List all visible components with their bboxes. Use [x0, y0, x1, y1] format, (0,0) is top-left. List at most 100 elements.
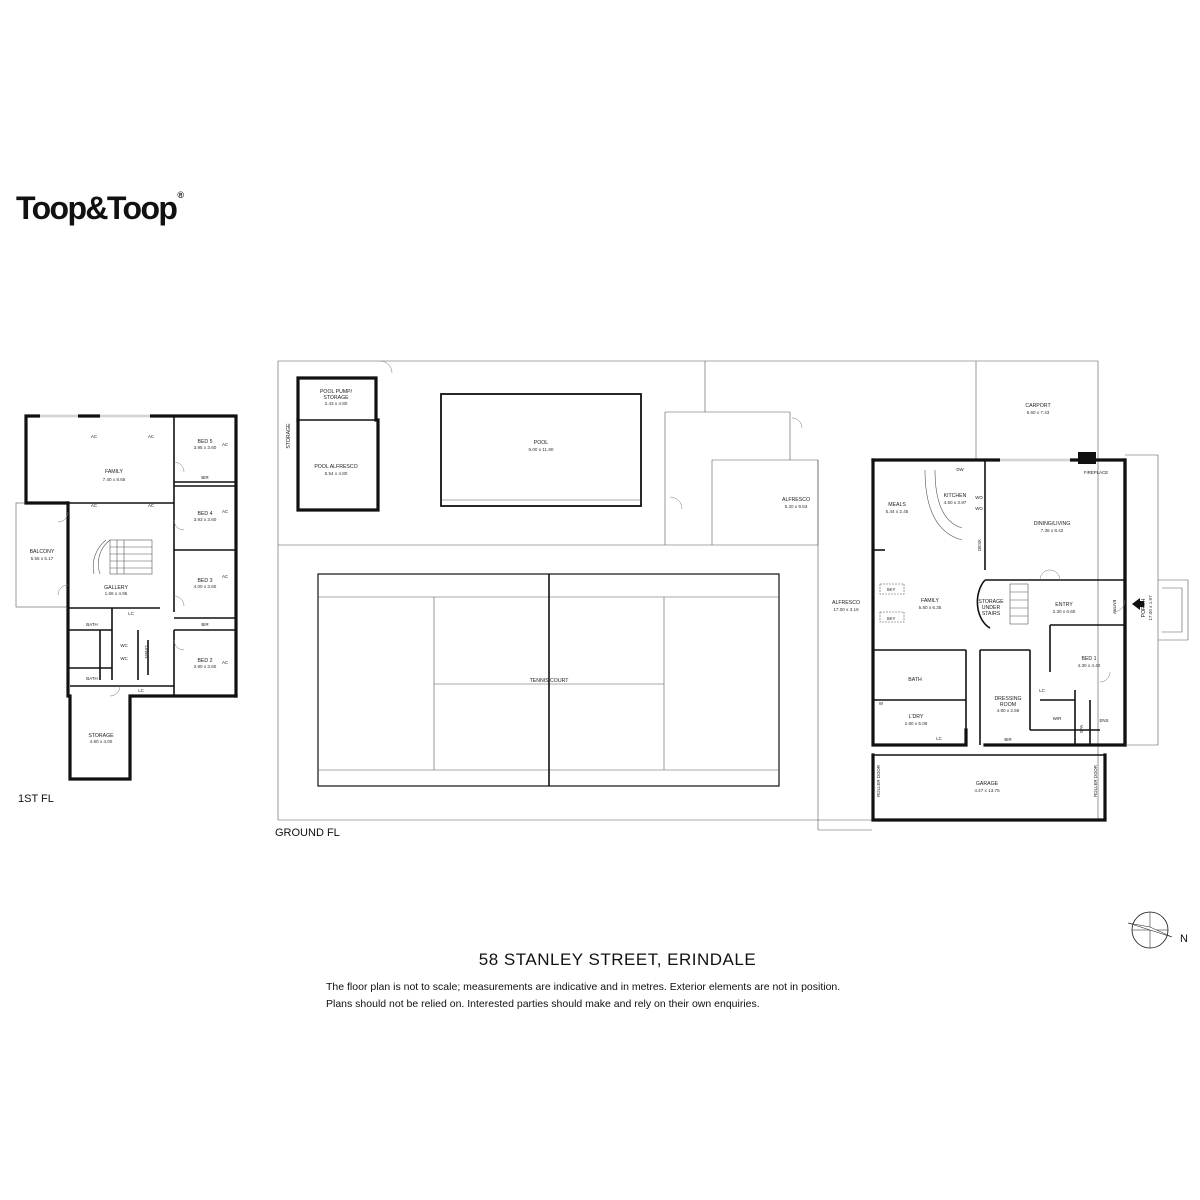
gf-pool-alfresco-dim: 5.54 x 4.80 — [325, 471, 348, 476]
registered-mark: ® — [177, 190, 184, 200]
fl1-ac-tag: AC — [91, 434, 97, 439]
gf-alfresco-side-dim: 17.00 x 3.16 — [833, 607, 859, 612]
fl1-stairs — [109, 539, 153, 575]
gf-entry-tag: ENTRY — [1112, 600, 1117, 615]
fl1-storage-dim: 4.80 x 4.00 — [90, 739, 113, 744]
gf-dining-dim: 7.36 x 8.42 — [1041, 528, 1064, 533]
fl1-ac-tag: AC — [222, 509, 228, 514]
gf-alfresco-side-label: ALFRESCO — [832, 600, 860, 606]
gf-lc-tag: LC — [1039, 688, 1045, 693]
fl1-ac-tag: AC — [222, 574, 228, 579]
gf-garage-walls — [871, 753, 1107, 822]
gf-site-boundary — [277, 360, 1099, 821]
fl1-ac-tag: AC — [222, 442, 228, 447]
fl1-balcony-label: BALCONY — [30, 549, 55, 555]
gf-pool-pump-label-2: STORAGE — [323, 395, 349, 401]
gf-dressing-label-2: ROOM — [1000, 702, 1016, 708]
ground-floor-label: GROUND FL — [275, 827, 340, 839]
fl1-gallery-label: GALLERY — [104, 585, 128, 591]
gf-pool-label: POOL — [534, 440, 549, 446]
gf-meals-label: MEALS — [888, 502, 906, 508]
fl1-bed2-label: BED 2 — [198, 658, 213, 664]
gf-pool-alfresco-walls — [296, 418, 380, 512]
gf-pool-pump-walls — [296, 376, 378, 422]
fl1-bed5-bir: BIR — [201, 475, 208, 480]
gf-porch — [1125, 454, 1159, 746]
gf-alfresco-top-dim: 5.20 x 9.53 — [785, 504, 808, 509]
compass: N — [1127, 911, 1188, 949]
brand-logo: Toop&Toop® — [16, 190, 184, 227]
gf-bir-tag: BIR — [1004, 737, 1011, 742]
gf-kitchen-label: KITCHEN — [944, 493, 967, 499]
gf-roller-door-east: ROLLER DOOR — [1093, 765, 1098, 797]
fl1-bed5-dim: 3.95 x 3.60 — [194, 445, 217, 450]
disclaimer: The floor plan is not to scale; measurem… — [326, 979, 926, 1013]
gf-entry-arrow — [1132, 598, 1140, 610]
fl1-ac-tag: AC — [148, 434, 154, 439]
fl1-lc-bottom-label: LC — [138, 688, 144, 693]
first-floor-label: 1ST FL — [18, 793, 54, 805]
fl1-bed3-label: BED 3 — [198, 578, 213, 584]
gf-alfresco-top-label: ALFRESCO — [782, 497, 810, 503]
gf-garage-dim: 4.47 x 13.75 — [974, 788, 1000, 793]
gf-dw-tag: DW — [956, 467, 964, 472]
gf-dining-label: DINING/LIVING — [1034, 521, 1071, 527]
gf-family-dim: 5.80 x 6.35 — [919, 605, 942, 610]
gf-pool — [440, 393, 642, 507]
gf-storage-label: STORAGE — [286, 423, 292, 449]
disclaimer-line-2: Plans should not be relied on. Intereste… — [326, 998, 760, 1010]
gf-wir-tag: WIR — [1053, 716, 1062, 721]
fl1-linen-label: LINEN — [144, 646, 149, 659]
fl1-storage-label: STORAGE — [88, 733, 114, 739]
fl1-lc-top-label: LC — [128, 611, 134, 616]
fl1-bed2-bir: BIR — [201, 622, 208, 627]
gf-bed1-dim: 4.30 x 4.40 — [1078, 663, 1101, 668]
fl1-ac-tag: AC — [148, 503, 154, 508]
gf-meals-dim: 5.44 x 2.45 — [886, 509, 909, 514]
fl1-family-dim: 7.40 x 8.65 — [103, 477, 126, 482]
property-address: 58 STANLEY STREET, ERINDALE — [478, 950, 757, 969]
gf-storage-stairs-3: STAIRS — [982, 611, 1001, 617]
fl1-gallery-dim: 1.66 x 4.95 — [105, 591, 128, 596]
fl1-ac-tag: AC — [222, 660, 228, 665]
gf-carport-dim: 5.60 x 7.43 — [1027, 410, 1050, 415]
fl1-bed3-dim: 4.00 x 3.60 — [194, 584, 217, 589]
gf-bed1-label: BED 1 — [1082, 656, 1097, 662]
fl1-bath-top-label: BATH — [86, 622, 97, 627]
gf-roller-door-west: ROLLER DOOR — [876, 765, 881, 797]
gf-pool-alfresco-label: POOL ALFRESCO — [314, 464, 357, 470]
gf-pool-dim: 6.00 x 11.90 — [529, 447, 554, 452]
gf-kitchen-dim: 4.50 x 3.97 — [944, 500, 967, 505]
gf-fireplace — [1078, 452, 1096, 464]
gf-porch-dim: 17.00 x 1.97 — [1148, 595, 1153, 621]
fl1-bed4-label: BED 4 — [198, 511, 213, 517]
gf-storage-stairs-2: UNDER — [982, 605, 1001, 611]
fl1-family-label: FAMILY — [105, 469, 124, 475]
fl1-balcony-dim: 5.55 x 5.17 — [31, 556, 54, 561]
gf-pool-pump-dim: 2.43 x 4.80 — [325, 401, 348, 406]
gf-carport-label: CARPORT — [1025, 403, 1051, 409]
gf-family-label: FAMILY — [921, 598, 940, 604]
gf-tennis-label: TENNIS COURT — [530, 678, 570, 684]
gf-garage-label: GARAGE — [976, 781, 999, 787]
fl1-wc-bottom-label: WC — [120, 656, 127, 661]
gf-lc-tag: LC — [936, 736, 942, 741]
gf-wo-tag: WO — [975, 506, 983, 511]
gf-spa-tag: SPA — [1079, 725, 1084, 734]
first-floor-plan: FAMILY 7.40 x 8.65 BED 5 3.95 x 3.60 BIR… — [15, 414, 238, 805]
gf-porch-label: PORCH — [1141, 598, 1147, 617]
gf-ens-tag: ENS — [1099, 718, 1108, 723]
disclaimer-line-1: The floor plan is not to scale; measurem… — [326, 981, 841, 993]
gf-laundry-label: L'DRY — [909, 714, 924, 720]
fl1-wc-top-label: WC — [120, 643, 127, 648]
fl1-bed5-label: BED 5 — [198, 439, 213, 445]
gf-laundry-dim: 2.80 x 5.08 — [905, 721, 928, 726]
gf-storage-stairs-1: STORAGE — [978, 599, 1004, 605]
gf-fireplace-tag: FIREPLACE — [1084, 470, 1108, 475]
fl1-bed4-dim: 3.93 x 3.60 — [194, 517, 217, 522]
ground-floor-plan: POOL PUMP/ STORAGE 2.43 x 4.80 POOL ALFR… — [275, 360, 1189, 839]
gf-w-tag: W — [879, 701, 884, 706]
gf-dressing-label-1: DRESSING — [994, 696, 1021, 702]
compass-north-label: N — [1180, 933, 1188, 945]
